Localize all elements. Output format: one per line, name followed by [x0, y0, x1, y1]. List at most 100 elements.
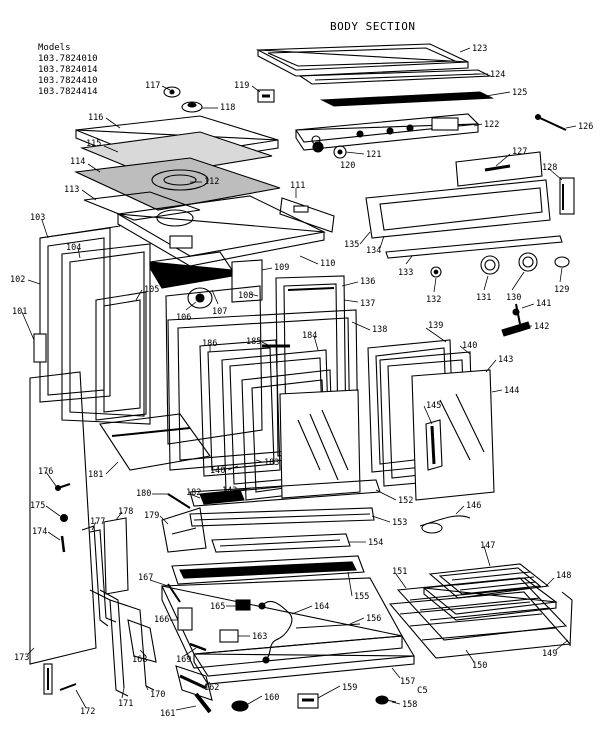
- callout-156: 156: [366, 614, 381, 624]
- callout-124: 124: [490, 70, 505, 80]
- callout-labels: 123 124 125 126 122 127 128 117 118 119 …: [10, 44, 593, 719]
- callout-151: 151: [392, 567, 407, 577]
- callout-157: 157: [400, 677, 415, 687]
- callout-169: 169: [176, 655, 191, 665]
- part-181-bottom-brace: [99, 413, 211, 471]
- callout-178: 178: [118, 507, 133, 517]
- part-180-clip: [167, 493, 191, 509]
- callout-154: 154: [368, 538, 383, 548]
- callout-162: 162: [204, 683, 219, 693]
- part-125-element-strip: [319, 91, 495, 107]
- part-137-gasket: [287, 287, 335, 291]
- model-number: 103.7824414: [38, 87, 98, 97]
- callout-139: 139: [428, 321, 443, 331]
- part-166-mount: [177, 607, 193, 631]
- callout-144: 144: [504, 386, 519, 396]
- callout-121: 121: [366, 150, 381, 160]
- callout-160: 160: [264, 693, 279, 703]
- part-186-door-liner: [199, 339, 281, 477]
- callout-110: 110: [320, 259, 335, 269]
- part-168-brace: [127, 619, 157, 663]
- callout-118: 118: [220, 103, 235, 113]
- callout-128: 128: [542, 163, 557, 173]
- callout-186: 186: [202, 339, 217, 349]
- callout-126: 126: [578, 122, 593, 132]
- callout-108: 108: [238, 291, 253, 301]
- part-106-blower: [187, 287, 213, 309]
- callout-175: 175: [30, 501, 45, 511]
- callout-101: 101: [12, 307, 27, 317]
- callout-104: 104: [66, 243, 81, 253]
- callout-111: 111: [290, 181, 305, 191]
- part-123-cooktop-frame: [255, 43, 469, 77]
- callout-120: 120: [340, 161, 355, 171]
- callout-141: 141: [536, 299, 551, 309]
- callout-184: 184: [302, 331, 317, 341]
- part-167-wiring: [167, 583, 181, 603]
- part-144-door-outer: [411, 369, 495, 501]
- callout-174: 174: [32, 527, 47, 537]
- part-120-knob: [333, 145, 347, 159]
- callout-114: 114: [70, 157, 85, 167]
- part-143-door-outer: [279, 389, 361, 499]
- callout-168: 168: [132, 655, 147, 665]
- callout-147: 147: [480, 541, 495, 551]
- part-164-harness: [258, 600, 293, 664]
- diagram-title: BODY SECTION: [330, 20, 416, 33]
- footer-code: C5: [417, 686, 428, 696]
- callout-152: 152: [398, 496, 413, 506]
- part-154-broil-element: [211, 533, 351, 553]
- model-number: 103.7824010: [38, 54, 98, 64]
- part-159-terminal: [297, 693, 319, 709]
- callout-172: 172: [80, 707, 95, 717]
- callout-171: 171: [118, 699, 133, 709]
- part-163-relay: [219, 629, 239, 643]
- callout-140: 140: [462, 341, 477, 351]
- part-118-bracket: [181, 101, 203, 113]
- callout-165: 165: [210, 602, 225, 612]
- part-173-side-panel: [29, 371, 97, 665]
- callout-109: 109: [274, 263, 289, 273]
- callout-135: 135: [344, 240, 359, 250]
- part-101-hinge-side: [33, 333, 47, 363]
- callout-132: 132: [426, 295, 441, 305]
- callout-143: 143: [498, 355, 513, 365]
- part-151-oven-rack: [396, 577, 568, 641]
- model-number: 103.7824014: [38, 65, 98, 75]
- callout-161: 161: [160, 709, 175, 719]
- callout-167: 167: [138, 573, 153, 583]
- callout-150: 150: [472, 661, 487, 671]
- callout-131: 131: [476, 293, 491, 303]
- callout-103: 103: [30, 213, 45, 223]
- part-157-drawer-front: [193, 635, 415, 685]
- callout-116: 116: [88, 113, 103, 123]
- part-117-bracket: [163, 86, 181, 98]
- part-105-oven-cavity: [95, 291, 147, 421]
- callout-102: 102: [10, 275, 25, 285]
- callout-145: 145: [426, 401, 441, 411]
- part-158-foot: [375, 695, 397, 705]
- part-113-plate: [83, 191, 201, 221]
- part-161-vent: [194, 692, 212, 714]
- part-149-rack-support: [561, 591, 573, 647]
- callout-115: 115: [86, 139, 101, 149]
- part-169-clip: [189, 642, 207, 652]
- part-131-knob: [480, 255, 500, 275]
- callout-166: 166: [154, 615, 169, 625]
- callout-127: 127: [512, 147, 527, 157]
- callout-155: 155: [354, 592, 369, 602]
- callout-142: 142: [534, 322, 549, 332]
- part-174-bolt: [60, 535, 66, 553]
- callout-183: 183: [264, 458, 279, 468]
- part-126-probe: [534, 113, 567, 131]
- callout-140: 140: [210, 466, 225, 476]
- part-130-knob: [518, 252, 538, 272]
- callout-173: 173: [14, 653, 29, 663]
- callout-112: 112: [204, 177, 219, 187]
- models-list: Models 103.7824010 103.7824014 103.78244…: [38, 43, 98, 98]
- callout-125: 125: [512, 88, 527, 98]
- callout-148: 148: [556, 571, 571, 581]
- part-175-screw: [59, 513, 69, 523]
- callout-163: 163: [252, 632, 267, 642]
